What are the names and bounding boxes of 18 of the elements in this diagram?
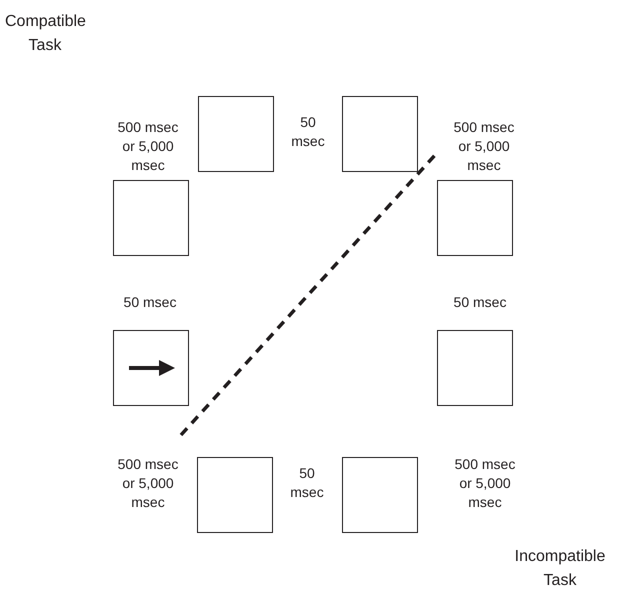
duration-label: 500 msec or 5,000 msec	[116, 455, 180, 512]
panel-title: Compatible Task	[5, 12, 85, 56]
stimulus-box	[437, 330, 513, 406]
duration-label: 50 msec	[452, 293, 508, 312]
duration-label: 50 msec	[289, 464, 325, 502]
duration-label: 50 msec	[122, 293, 178, 312]
stimulus-box	[113, 330, 189, 406]
stimulus-box	[437, 180, 513, 256]
stimulus-box	[342, 96, 418, 172]
stimulus-box	[198, 96, 274, 172]
duration-label: 500 msec or 5,000 msec	[116, 118, 180, 175]
stimulus-box	[113, 180, 189, 256]
duration-label: 500 msec or 5,000 msec	[454, 455, 516, 512]
duration-label: 500 msec or 5,000 msec	[452, 118, 516, 175]
stimulus-box	[197, 457, 273, 533]
duration-label: 50 msec	[290, 113, 326, 151]
stimulus-box	[342, 457, 418, 533]
panel-title: Incompatible Task	[514, 547, 606, 591]
